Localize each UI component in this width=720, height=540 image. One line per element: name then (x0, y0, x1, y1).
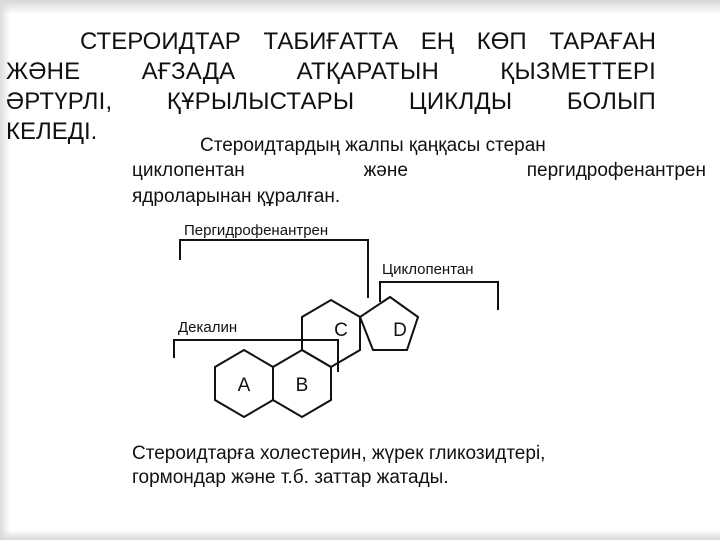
label-dekalin: Декалин (178, 319, 237, 336)
subtext-line-2: циклопентан және пергидрофенантрен (132, 160, 706, 181)
ring-d-label: D (393, 320, 407, 341)
footer-line-1: Стероидтарға холестерин, жүрек гликозидт… (132, 443, 546, 464)
left-edge-shadow (0, 0, 10, 540)
cyclopentan-bracket (379, 281, 499, 310)
subtext-line-1: Стероидтардың жалпы қаңқасы стеран (200, 135, 546, 156)
dekalin-bracket (173, 339, 339, 372)
footer-line-2: гормондар және т.б. заттар жатады. (132, 467, 449, 488)
steroid-skeleton-diagram: Пергидрофенантрен Циклопентан Декалин A … (158, 210, 548, 432)
bottom-edge-shadow (0, 530, 720, 540)
heading-line-4: КЕЛЕДІ. (6, 118, 98, 145)
ring-c-label: C (334, 320, 348, 341)
heading-line-2: ЖӘНЕ АҒЗАДА АТҚАРАТЫН ҚЫЗМЕТТЕРІ (6, 58, 656, 85)
label-cyclopentan: Циклопентан (382, 261, 474, 278)
ring-c (301, 298, 361, 369)
ring-b-label: B (296, 375, 309, 396)
steroid-skeleton-svg: Пергидрофенантрен Циклопентан Декалин A … (173, 222, 499, 419)
ring-a-label: A (238, 375, 251, 396)
ring-d (358, 295, 420, 351)
heading-line-3: ӘРТҮРЛІ, ҚҰРЫЛЫСТАРЫ ЦИКЛДЫ БОЛЫП (6, 88, 656, 115)
label-pergidrofenantren: Пергидрофенантрен (184, 222, 328, 239)
top-edge-shadow (0, 0, 720, 14)
subtext-line-3: ядроларынан құралған. (132, 186, 341, 207)
heading-line-1: СТЕРОИДТАР ТАБИҒАТТА ЕҢ КӨП ТАРАҒАН (80, 28, 656, 55)
pergidro-bracket (179, 239, 369, 298)
